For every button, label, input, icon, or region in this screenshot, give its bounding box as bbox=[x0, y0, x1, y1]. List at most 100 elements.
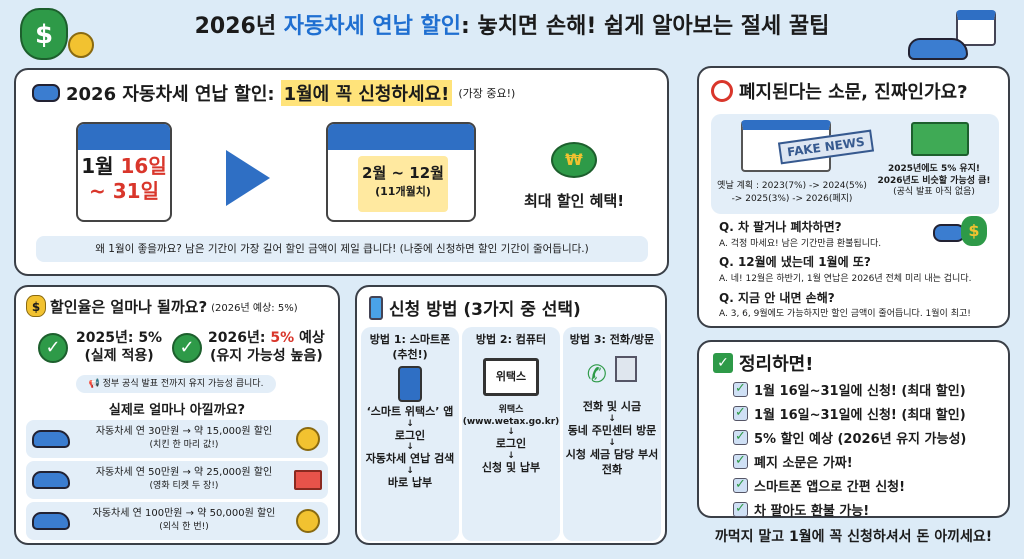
rumor-qa-1-q: Q. 12월에 냈는데 1월에 또? bbox=[719, 255, 871, 270]
apply-m3-title: 방법 3: 전화/방문 bbox=[569, 333, 655, 346]
method-smartphone: 방법 1: 스마트폰(추천!) ‘스마트 위택스’ 앱↓ 로그인↓ 자동차세 연… bbox=[361, 327, 459, 541]
piggy-bank-icon: ₩ bbox=[551, 142, 597, 178]
car-icon bbox=[32, 512, 70, 530]
summary-items-0: 1월 16일~31일에 신청! (최대 할인) bbox=[754, 384, 966, 399]
layout-block: 2월 ~ 12월 (11개월치) bbox=[358, 156, 448, 212]
rumor-qa-0-a: A. 걱정 마세요! 남은 기간만큼 환불됩니다. bbox=[719, 238, 882, 249]
phone-icon bbox=[369, 295, 383, 320]
coins-icon bbox=[68, 32, 94, 58]
car-icon bbox=[32, 430, 70, 448]
rate-2025-note: (실제 적용) bbox=[84, 348, 154, 365]
summary-item: ✓5% 할인 예상 (2026년 유지 가능성) bbox=[733, 428, 966, 447]
savings-subheading: 실제로 얼마나 아낄까요? bbox=[108, 403, 246, 418]
cash-icon bbox=[911, 122, 969, 156]
max-benefit-label: 최대 할인 혜택! bbox=[524, 192, 625, 210]
apply-arrow: ↓ bbox=[406, 418, 414, 429]
title-hl: 자동차세 연납 할인 bbox=[283, 14, 461, 39]
old-plan-text: 옛날 계획 : 2023(7%) -> 2024(5%) -> 2025(3%)… bbox=[717, 181, 867, 204]
check-circle-icon: ✓ bbox=[38, 333, 68, 363]
coins-icon bbox=[296, 509, 320, 533]
car-icon bbox=[908, 38, 968, 60]
summary-items-5: 차 팔아도 환불 가능! bbox=[754, 504, 870, 519]
apply-m2-steps-1: 로그인 bbox=[495, 437, 527, 451]
heading-note: (가장 중요!) bbox=[458, 87, 516, 100]
discount-rate-panel: $할인율은 얼마나 될까요?(2026년 예상: 5%) ✓ 2025년: 5%… bbox=[14, 285, 340, 545]
apply-m2-steps-0: 위택스 (www.wetax.go.kr) bbox=[462, 404, 560, 427]
rate-2026-note: (유지 가능성 높음) bbox=[210, 348, 323, 365]
january-calendar: 1월 16일~ 31일 bbox=[76, 122, 172, 222]
annual-payment-panel: 2026 자동차세 연납 할인: 1월에 꼭 신청하세요! (가장 중요!) 1월… bbox=[14, 68, 669, 276]
layout-block: ✓ 1월 16일~31일에 신청! (최대 할인) ✓ 1월 16일~31일에 신청… bbox=[733, 380, 966, 524]
heading-text: 폐지된다는 소문, 진짜인가요? bbox=[739, 82, 968, 103]
money-bag-icon: $ bbox=[961, 216, 987, 246]
keep-2026: 2026년도 비슷할 가능성 큼! bbox=[877, 175, 991, 186]
summary-items-1: 1월 16일~31일에 신청! (최대 할인) bbox=[754, 408, 966, 423]
summary-panel: ✓정리하면! ✓1월 16일~31일에 신청! (최대 할인) ✓1월 16일~… bbox=[697, 340, 1010, 519]
car-icon bbox=[32, 84, 60, 102]
arrow-right-icon bbox=[226, 150, 270, 206]
cal1-end: ~ 31일 bbox=[89, 179, 159, 203]
checkbox-icon: ✓ bbox=[733, 406, 748, 421]
layout-block: 2025년: 5% (실제 적용) bbox=[76, 329, 162, 365]
layout-block bbox=[328, 124, 474, 150]
apply-m1-steps-1: 로그인 bbox=[394, 428, 426, 442]
layout-block: Q. 차 팔거나 폐차하면?A. 걱정 마세요! 남은 기간만큼 환불됩니다. … bbox=[719, 220, 1007, 321]
layout-block: FAKE NEWS 옛날 계획 : 2023(7%) -> 2024(5%) -… bbox=[711, 114, 999, 214]
apply-m1-sub: (추천!) bbox=[392, 347, 428, 361]
summary-item: ✓차 팔아도 환불 가능! bbox=[733, 500, 966, 519]
layout-block: 자동차세 연 100만원 → 약 50,000원 할인(외식 한 번!) bbox=[76, 506, 292, 534]
checkbox-icon: ✓ bbox=[733, 478, 748, 493]
summary-items-3: 폐지 소문은 가짜! bbox=[754, 456, 853, 471]
notice-bar: 📢 정부 공식 발표 전까지 유지 가능성 큽니다. bbox=[76, 375, 276, 393]
layout-block: 자동차세 연 30만원 → 약 15,000원 할인(치킨 한 마리 값!) bbox=[76, 424, 292, 452]
panel-heading: 폐지된다는 소문, 진짜인가요? bbox=[711, 78, 968, 104]
year-calendar: 2월 ~ 12월 (11개월치) bbox=[326, 122, 476, 222]
heading-text: 2026 자동차세 연납 할인: bbox=[66, 84, 275, 105]
rate-rows-0-s: (치킨 한 마리 값!) bbox=[149, 440, 219, 450]
apply-m2-steps-2: 신청 및 납부 bbox=[481, 460, 541, 474]
summary-item: ✓1월 16일~31일에 신청! (최대 할인) bbox=[733, 380, 966, 399]
rate-2025: 2025년: 5% bbox=[76, 330, 163, 346]
layout-block: 2026년: 5% 예상 bbox=[208, 329, 325, 347]
heading-highlight: 1월에 꼭 신청하세요! bbox=[280, 80, 453, 106]
apply-m1-steps-3: 바로 납부 bbox=[387, 476, 433, 490]
why-january-note: 왜 1월이 좋을까요? 남은 기간이 가장 길어 할인 금액이 제일 큽니다! … bbox=[36, 236, 648, 262]
calendar-icon bbox=[956, 10, 996, 46]
apply-m1-title: 방법 1: 스마트폰 bbox=[369, 333, 451, 346]
apply-m1-steps-2: 자동차세 연납 검색 bbox=[365, 452, 455, 466]
apply-arrow: ↓ bbox=[507, 450, 515, 461]
heading-text: 할인율은 얼마나 될까요? bbox=[50, 297, 208, 316]
apply-m3-steps-2: 시청 세금 담당 부서 전화 bbox=[565, 447, 659, 476]
panel-heading: 신청 방법 (3가지 중 선택) bbox=[369, 295, 581, 320]
money-bag-icon: $ bbox=[26, 295, 46, 317]
apply-method-panel: 신청 방법 (3가지 중 선택) 방법 1: 스마트폰(추천!) ‘스마트 위택… bbox=[355, 285, 667, 545]
rumor-qa-2-a: A. 3, 6, 9월에도 가능하지만 할인 금액이 줄어듭니다. 1월이 최고… bbox=[719, 309, 971, 320]
page-title: 2026년 자동차세 연납 할인: 놓치면 손해! 쉽게 알아보는 절세 꿀팁 bbox=[0, 8, 1024, 40]
car-icon bbox=[32, 471, 70, 489]
checkbox-icon: ✓ bbox=[733, 454, 748, 469]
rumor-qa-2-q: Q. 지금 안 내면 손해? bbox=[719, 290, 835, 305]
rumor-qa-0-q: Q. 차 팔거나 폐차하면? bbox=[719, 220, 842, 234]
cal1-start: 16일 bbox=[120, 154, 167, 178]
title-pre: 2026년 bbox=[194, 14, 284, 39]
layout-block bbox=[78, 124, 170, 150]
heading-text: 정리하면! bbox=[739, 354, 814, 375]
layout-block: 2025년에도 5% 유지! 2026년도 비슷할 가능성 큼! (공식 발표 … bbox=[871, 164, 997, 199]
panel-heading: ✓정리하면! bbox=[713, 350, 813, 376]
rate-y26c: 예상 bbox=[294, 330, 325, 346]
apply-arrow: ↓ bbox=[608, 414, 616, 425]
apply-arrow: ↓ bbox=[406, 466, 414, 477]
ticket-icon bbox=[294, 470, 322, 490]
qa-item: Q. 12월에 냈는데 1월에 또?A. 네! 12월은 하반기, 1월 연납은… bbox=[719, 255, 1007, 285]
rate-rows-2-s: (외식 한 번!) bbox=[159, 522, 209, 532]
panel-heading: $할인율은 얼마나 될까요?(2026년 예상: 5%) bbox=[26, 295, 298, 317]
heading-note: (2026년 예상: 5%) bbox=[211, 302, 298, 314]
rate-rows-1-t: 자동차세 연 50만원 → 약 25,000원 할인 bbox=[95, 467, 273, 478]
summary-item: ✓ 1월 16일~31일에 신청! (최대 할인) bbox=[733, 404, 966, 423]
keep-2025: 2025년에도 5% 유지! bbox=[887, 164, 981, 174]
savings-row: 자동차세 연 50만원 → 약 25,000원 할인(영화 티켓 두 장!) bbox=[26, 461, 328, 499]
monitor-icon: 위택스 bbox=[483, 357, 539, 396]
smartphone-icon bbox=[398, 365, 422, 402]
cal1-month: 1월 bbox=[81, 154, 121, 178]
money-bag-icon: $ bbox=[20, 8, 68, 60]
